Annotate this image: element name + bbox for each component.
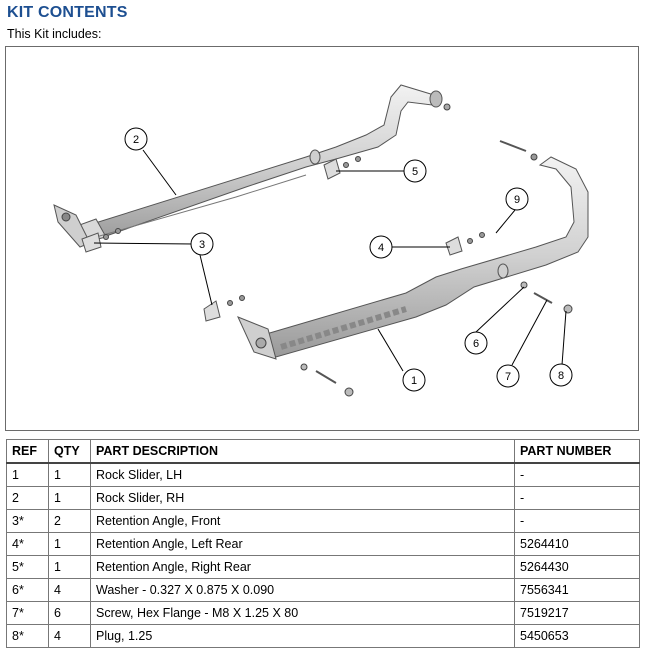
cell-ref: 7* bbox=[6, 601, 49, 625]
cell-desc: Plug, 1.25 bbox=[90, 624, 515, 648]
callout-label: 2 bbox=[133, 134, 139, 146]
rock-slider-rh bbox=[53, 84, 451, 248]
cell-qty: 4 bbox=[48, 624, 91, 648]
callout-label: 8 bbox=[558, 370, 564, 382]
cell-qty: 4 bbox=[48, 578, 91, 602]
callout-label: 6 bbox=[473, 338, 479, 350]
table-row: 3* 2 Retention Angle, Front - bbox=[6, 509, 640, 533]
callout-label: 3 bbox=[199, 239, 205, 251]
cell-part: 5264410 bbox=[514, 532, 640, 556]
table-row: 6* 4 Washer - 0.327 X 0.875 X 0.090 7556… bbox=[6, 578, 640, 602]
cell-qty: 1 bbox=[48, 532, 91, 556]
retention-angle-front-rh bbox=[81, 228, 121, 253]
callout-3: 3 bbox=[190, 232, 214, 256]
cell-qty: 1 bbox=[48, 555, 91, 579]
page-title: KIT CONTENTS bbox=[7, 4, 128, 21]
cell-part: 5450653 bbox=[514, 624, 640, 648]
cell-qty: 6 bbox=[48, 601, 91, 625]
col-part-number: PART NUMBER bbox=[514, 439, 640, 464]
callout-label: 4 bbox=[378, 242, 384, 254]
cell-ref: 3* bbox=[6, 509, 49, 533]
cell-part: 7556341 bbox=[514, 578, 640, 602]
cell-ref: 4* bbox=[6, 532, 49, 556]
callout-7: 7 bbox=[496, 364, 520, 388]
exploded-parts-diagram: 2 3 5 4 9 1 6 7 bbox=[5, 46, 639, 431]
callout-9: 9 bbox=[505, 187, 529, 211]
cell-part: 7519217 bbox=[514, 601, 640, 625]
callout-5: 5 bbox=[403, 159, 427, 183]
parts-illustration: 2 3 5 4 9 1 6 7 bbox=[53, 84, 589, 397]
table-row: 1 1 Rock Slider, LH - bbox=[6, 462, 640, 487]
callout-label: 5 bbox=[412, 166, 418, 178]
cell-ref: 8* bbox=[6, 624, 49, 648]
cell-ref: 1 bbox=[6, 462, 49, 487]
cell-part: - bbox=[514, 462, 640, 487]
col-ref: REF bbox=[6, 439, 49, 464]
cell-desc: Screw, Hex Flange - M8 X 1.25 X 80 bbox=[90, 601, 515, 625]
cell-ref: 2 bbox=[6, 486, 49, 510]
cell-desc: Washer - 0.327 X 0.875 X 0.090 bbox=[90, 578, 515, 602]
table-row: 7* 6 Screw, Hex Flange - M8 X 1.25 X 80 … bbox=[6, 601, 640, 625]
cell-desc: Retention Angle, Left Rear bbox=[90, 532, 515, 556]
retention-angle-front-lh bbox=[203, 295, 245, 322]
cell-desc: Retention Angle, Right Rear bbox=[90, 555, 515, 579]
callout-2: 2 bbox=[124, 127, 148, 151]
rock-slider-lh bbox=[237, 156, 589, 360]
callout-4: 4 bbox=[369, 235, 393, 259]
cell-part: - bbox=[514, 509, 640, 533]
callout-label: 7 bbox=[505, 371, 511, 383]
cell-qty: 1 bbox=[48, 486, 91, 510]
cell-ref: 5* bbox=[6, 555, 49, 579]
callout-8: 8 bbox=[549, 363, 573, 387]
col-description: PART DESCRIPTION bbox=[90, 439, 515, 464]
retention-angle-left-rear bbox=[445, 232, 485, 256]
cell-desc: Rock Slider, LH bbox=[90, 462, 515, 487]
page-subtitle: This Kit includes: bbox=[7, 27, 102, 41]
table-row: 2 1 Rock Slider, RH - bbox=[6, 486, 640, 510]
hardware-set bbox=[300, 140, 573, 397]
callout-6: 6 bbox=[464, 331, 488, 355]
callout-1: 1 bbox=[402, 368, 426, 392]
table-row: 5* 1 Retention Angle, Right Rear 5264430 bbox=[6, 555, 640, 579]
table-row: 8* 4 Plug, 1.25 5450653 bbox=[6, 624, 640, 648]
leader-lines bbox=[93, 149, 567, 372]
retention-angle-right-rear bbox=[323, 156, 361, 180]
callout-label: 9 bbox=[514, 194, 520, 206]
parts-table: REF QTY PART DESCRIPTION PART NUMBER 1 1… bbox=[6, 439, 640, 648]
callout-label: 1 bbox=[411, 375, 417, 387]
cell-qty: 1 bbox=[48, 462, 91, 487]
cell-part: - bbox=[514, 486, 640, 510]
cell-part: 5264430 bbox=[514, 555, 640, 579]
col-qty: QTY bbox=[48, 439, 91, 464]
table-header-row: REF QTY PART DESCRIPTION PART NUMBER bbox=[6, 439, 640, 464]
table-row: 4* 1 Retention Angle, Left Rear 5264410 bbox=[6, 532, 640, 556]
cell-qty: 2 bbox=[48, 509, 91, 533]
cell-desc: Retention Angle, Front bbox=[90, 509, 515, 533]
cell-ref: 6* bbox=[6, 578, 49, 602]
cell-desc: Rock Slider, RH bbox=[90, 486, 515, 510]
